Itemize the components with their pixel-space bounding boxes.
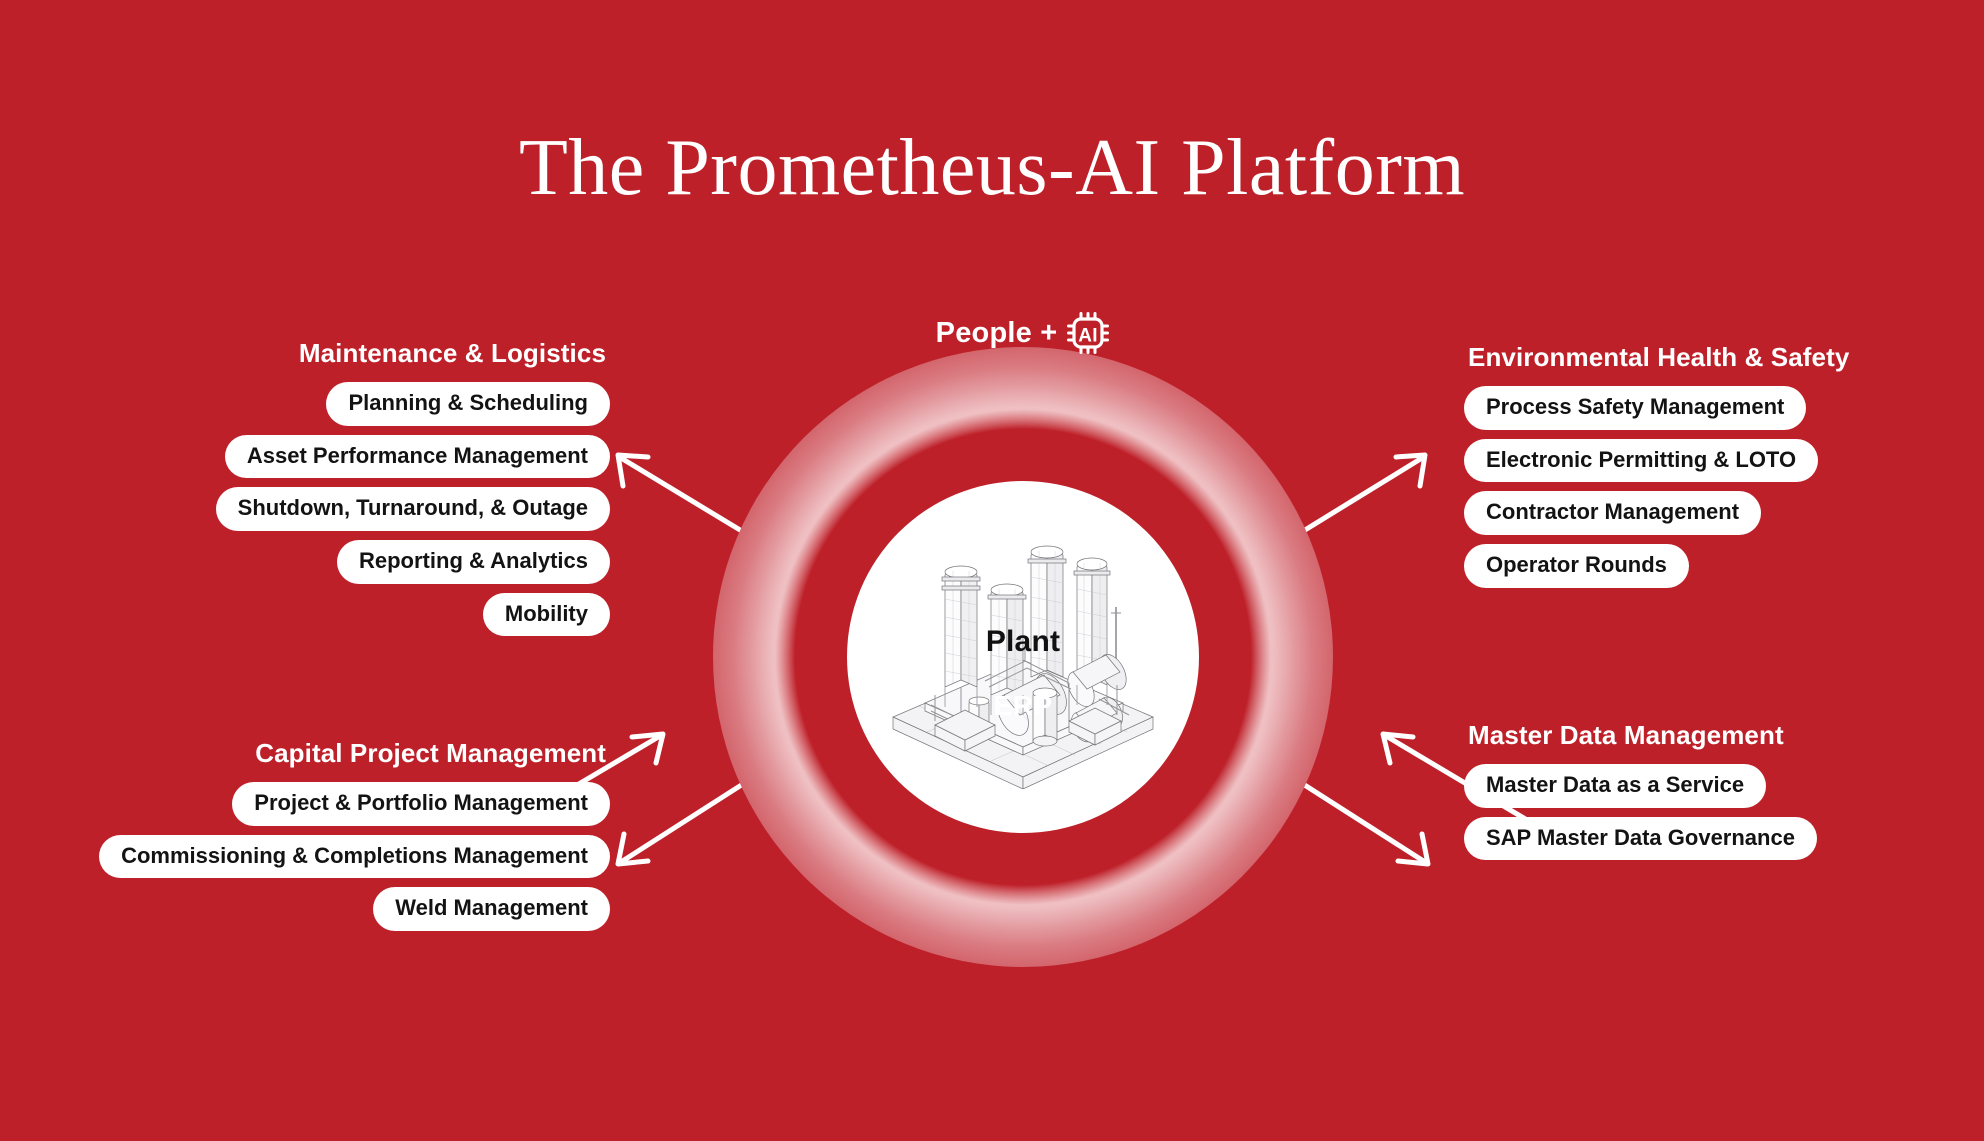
pill-list-capital-project-management: Project & Portfolio Management Commissio… [0, 782, 610, 931]
erp-label: ERP [993, 690, 1053, 721]
block-capital-project-management: Capital Project Management Project & Por… [0, 738, 610, 931]
block-title-capital-project-management: Capital Project Management [255, 738, 606, 768]
pill-asset-performance-management[interactable]: Asset Performance Management [224, 434, 610, 479]
page-title: The Prometheus-AI Platform [518, 124, 1466, 212]
people-plus-ai-text: People + [935, 316, 1058, 349]
pill-reporting-analytics[interactable]: Reporting & Analytics [337, 539, 610, 584]
pill-weld-management[interactable]: Weld Management [373, 887, 610, 931]
pill-electronic-permitting-loto[interactable]: Electronic Permitting & LOTO [1464, 438, 1819, 483]
pill-list-maintenance-logistics: Planning & Scheduling Asset Performance … [0, 382, 610, 637]
pill-master-data-as-a-service[interactable]: Master Data as a Service [1464, 764, 1767, 808]
pill-list-master-data-management: Master Data as a Service SAP Master Data… [1464, 764, 1984, 861]
pill-process-safety-management[interactable]: Process Safety Management [1464, 386, 1807, 430]
plant-label: Plant [985, 625, 1061, 658]
block-master-data-management: Master Data Management Master Data as a … [1464, 720, 1984, 861]
pill-mobility[interactable]: Mobility [482, 592, 610, 637]
pill-list-environmental-health-safety: Process Safety Management Electronic Per… [1464, 386, 1984, 588]
pill-project-portfolio-management[interactable]: Project & Portfolio Management [232, 782, 610, 826]
block-title-maintenance-logistics: Maintenance & Logistics [298, 338, 606, 368]
svg-text:AI: AI [1079, 326, 1098, 347]
block-title-environmental-health-safety: Environmental Health & Safety [1468, 342, 1850, 372]
pill-contractor-management[interactable]: Contractor Management [1464, 491, 1762, 535]
block-maintenance-logistics: Maintenance & Logistics Planning & Sched… [0, 338, 610, 637]
people-plus-ai-label: People + [713, 311, 1333, 355]
platform-hub: People + [713, 312, 1333, 967]
pill-operator-rounds[interactable]: Operator Rounds [1464, 543, 1689, 588]
block-environmental-health-safety: Environmental Health & Safety Process Sa… [1464, 342, 1984, 588]
pill-planning-scheduling[interactable]: Planning & Scheduling [326, 382, 610, 426]
pill-shutdown-turnaround-outage[interactable]: Shutdown, Turnaround, & Outage [215, 487, 610, 531]
pill-commissioning-completions-management[interactable]: Commissioning & Completions Management [99, 834, 610, 879]
industrial-plant-illustration [873, 489, 1173, 789]
ai-chip-icon: AI [1066, 311, 1110, 355]
pill-sap-master-data-governance[interactable]: SAP Master Data Governance [1464, 816, 1817, 861]
block-title-master-data-management: Master Data Management [1468, 720, 1784, 750]
